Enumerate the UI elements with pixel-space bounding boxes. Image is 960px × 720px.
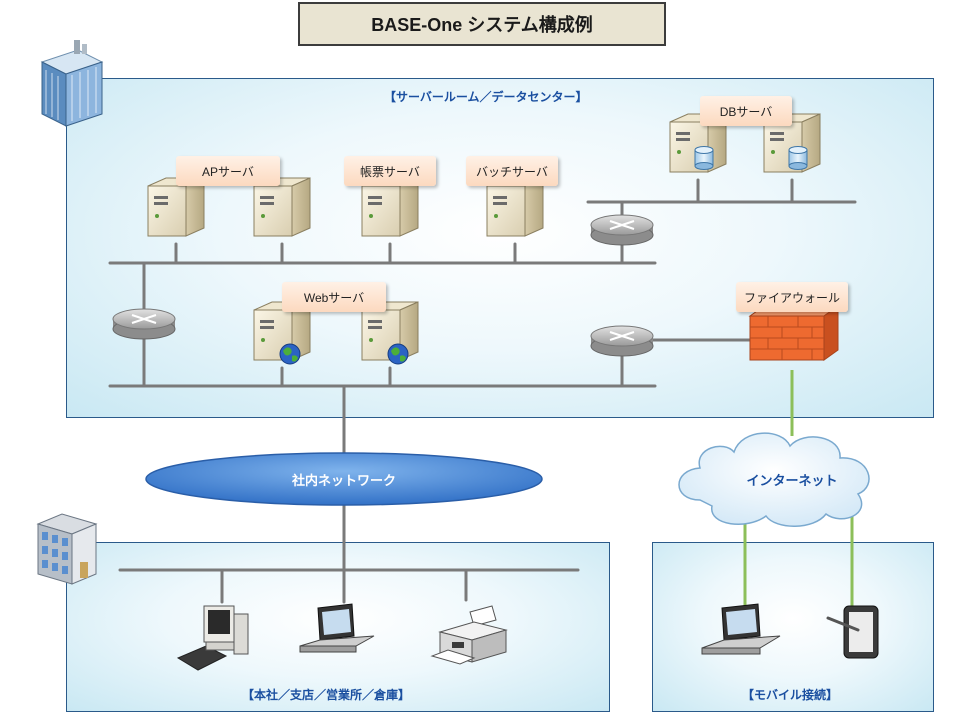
intranet-label: 社内ネットワーク: [291, 473, 397, 488]
firewall-icon: [748, 305, 840, 361]
db-server-2-icon: [763, 113, 821, 173]
server-icons: [147, 113, 821, 365]
intranet-ellipse: [145, 452, 543, 506]
office-building-icon: [40, 40, 104, 127]
router-icons: [112, 214, 654, 357]
ap-server-1-icon: [147, 177, 205, 237]
ap-server-2-icon: [253, 177, 311, 237]
router-2-icon: [590, 214, 654, 246]
server-room-label: 【サーバールーム／データセンター】: [384, 90, 588, 104]
mobile-label: 【モバイル接続】: [742, 688, 839, 702]
cloud-icon: [678, 432, 870, 527]
firewall-label: ファイアウォール: [736, 282, 848, 312]
ap-server-label: APサーバ: [176, 156, 280, 186]
report-server-label: 帳票サーバ: [344, 156, 436, 186]
desktop-pc-icon: [176, 605, 249, 671]
mobile-laptop-icon: [701, 603, 781, 655]
laptop-icon: [299, 603, 375, 653]
database-icon: [788, 146, 808, 170]
web-server-label: Webサーバ: [282, 282, 386, 312]
batch-server-label: バッチサーバ: [466, 156, 558, 186]
globe-icon: [279, 343, 301, 365]
internet-label: インターネット: [746, 473, 838, 488]
tablet-icon: [826, 605, 879, 659]
mobile-zone: [652, 542, 934, 712]
web-server-2-icon: [361, 301, 419, 365]
office-label: 【本社／支店／営業所／倉庫】: [242, 688, 411, 702]
database-icon: [694, 146, 714, 170]
router-1-icon: [112, 308, 176, 340]
globe-icon: [387, 343, 409, 365]
router-3-icon: [590, 325, 654, 357]
report-server-icon: [361, 177, 419, 237]
batch-server-icon: [486, 177, 544, 237]
diagram-title: BASE-One システム構成例: [298, 2, 666, 46]
db-server-label: DBサーバ: [700, 96, 792, 126]
printer-icon: [430, 605, 508, 665]
branch-building-icon: [36, 513, 98, 585]
